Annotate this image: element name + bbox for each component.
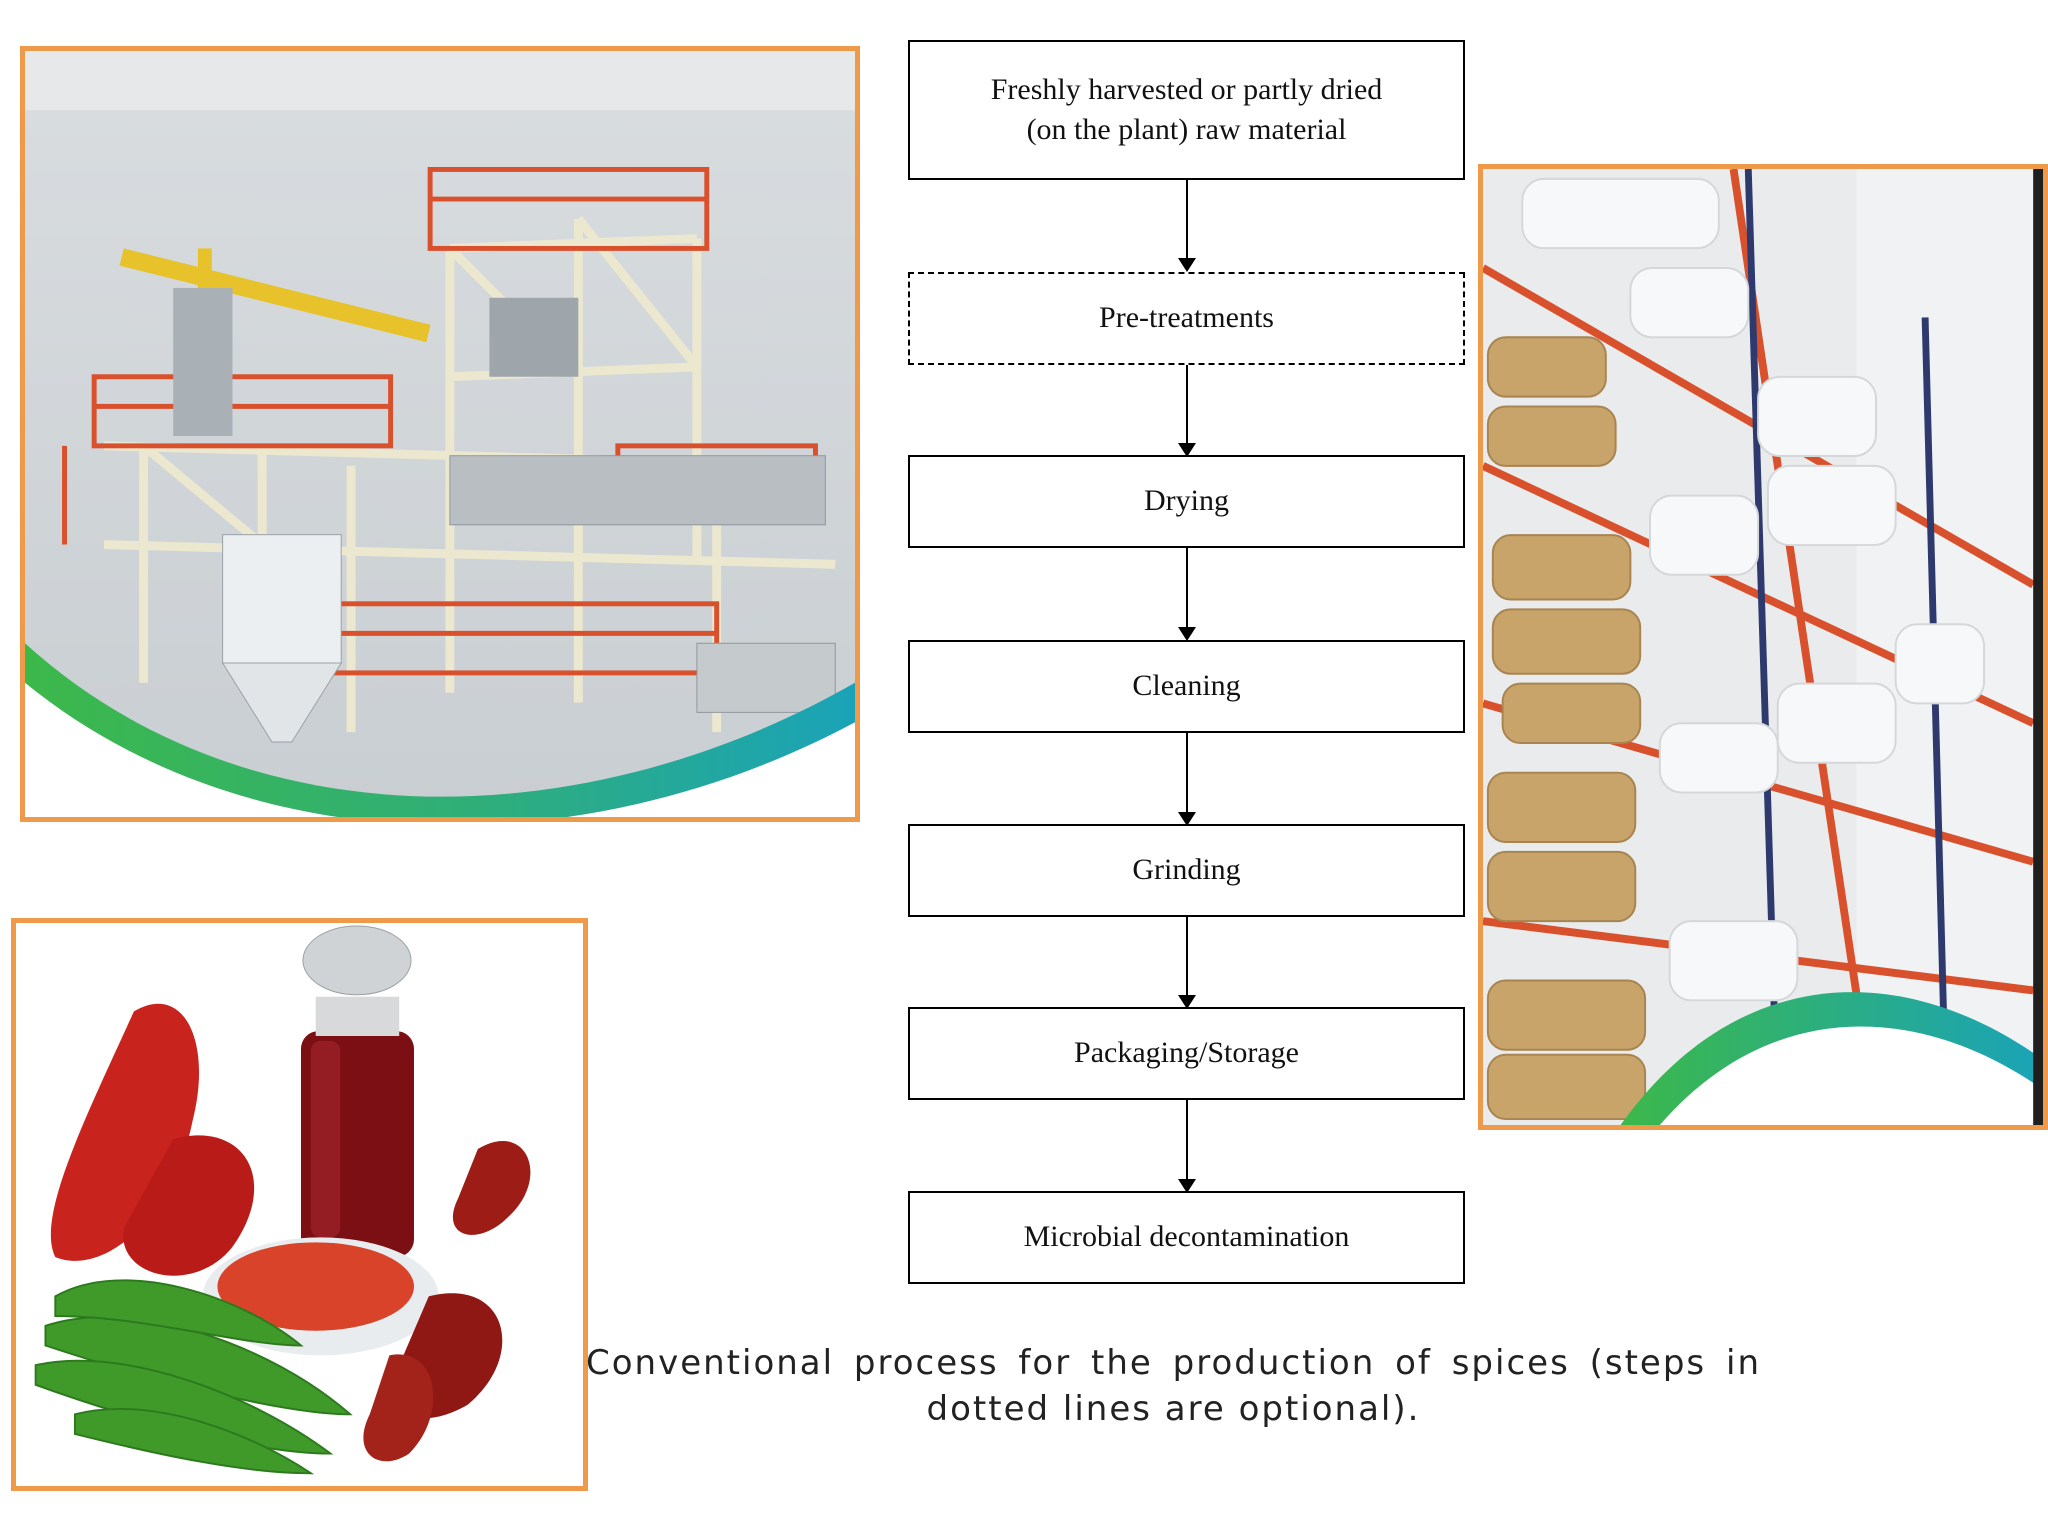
flow-step-label: Microbial decontamination [1023,1220,1350,1254]
spices-photo [11,918,588,1491]
flow-step-drying: Drying [908,455,1465,548]
flow-step-label: Grinding [1132,853,1241,887]
flow-arrow [1178,733,1196,826]
flow-step-pre-treatments: Pre-treatments [908,272,1465,365]
caption-line-1: Conventional process for the production … [586,1343,1761,1383]
flow-step-raw-material-line1: Freshly harvested or partly dried [990,72,1383,106]
spices-illustration [16,923,583,1486]
warehouse-illustration [1483,169,2043,1125]
flow-arrow [1178,1100,1196,1193]
flow-step-cleaning: Cleaning [908,640,1465,733]
flow-step-raw-material: Freshly harvested or partly dried (on th… [908,40,1465,180]
flow-step-label: Pre-treatments [1099,301,1274,335]
caption-line-2: dotted lines are optional). [926,1389,1421,1429]
flow-step-grinding: Grinding [908,824,1465,917]
flow-step-label: Packaging/Storage [1074,1036,1299,1070]
factory-illustration [25,51,855,817]
flow-step-label: Drying [1144,484,1229,518]
flow-step-label: Cleaning [1132,669,1241,703]
warehouse-photo [1478,164,2048,1130]
flow-step-packaging-storage: Packaging/Storage [908,1007,1465,1100]
flow-arrow [1178,365,1196,457]
flow-arrow [1178,548,1196,641]
factory-photo [20,46,860,822]
flow-arrow [1178,180,1196,272]
flow-step-microbial-decontamination: Microbial decontamination [908,1191,1465,1284]
flow-step-raw-material-line2: (on the plant) raw material [1026,113,1347,146]
flow-arrow [1178,917,1196,1009]
figure-caption: Conventional process for the production … [586,1340,1761,1432]
